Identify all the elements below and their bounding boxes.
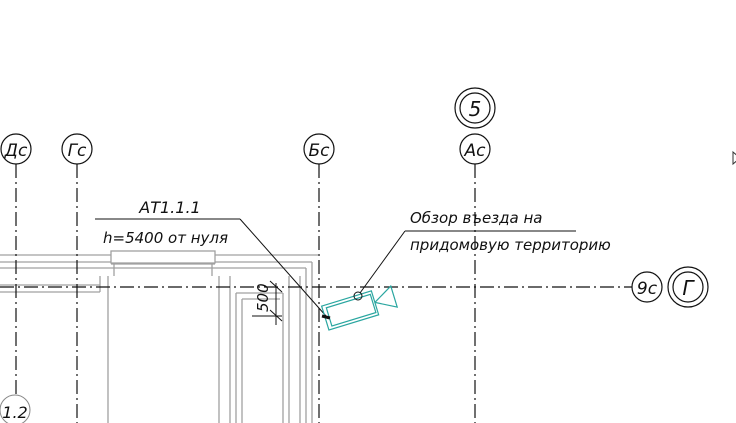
dimension-500: 500	[252, 280, 283, 325]
camera-note-line1: Обзор въезда на	[410, 209, 542, 227]
cursor-icon	[732, 150, 736, 166]
section-marker-5: 5	[454, 87, 496, 129]
axis-label: 9с	[637, 279, 658, 299]
leader-arrow	[321, 314, 331, 320]
axis-marker-1-2: 1.2	[0, 394, 31, 423]
camera-icon[interactable]	[320, 284, 399, 331]
element-mark-label: АТ1.1.1	[138, 198, 200, 217]
axis-marker-9c: 9с	[631, 271, 663, 303]
leader-origin-circle	[353, 291, 363, 301]
axis-marker-bc: Бс	[303, 133, 335, 165]
camera-note-line2: придомовую территорию	[410, 236, 611, 254]
leader-lines	[95, 218, 576, 317]
section-marker-g: Г	[667, 266, 709, 308]
axis-label: Ас	[464, 141, 487, 161]
building-walls	[0, 250, 318, 423]
axis-label: 1.2	[2, 403, 27, 422]
axis-marker-ac: Ас	[459, 133, 491, 165]
height-note: h=5400 от нуля	[103, 229, 228, 247]
axis-label: Гс	[68, 141, 87, 161]
axis-marker-dc: Дс	[0, 133, 32, 165]
axis-label: Дс	[4, 141, 28, 161]
axis-lines	[0, 164, 632, 423]
marker-label: Г	[682, 276, 695, 300]
dimension-label: 500	[254, 283, 272, 312]
axis-label: Бс	[308, 141, 330, 161]
marker-label: 5	[469, 97, 482, 121]
axis-marker-gc: Гс	[61, 133, 93, 165]
